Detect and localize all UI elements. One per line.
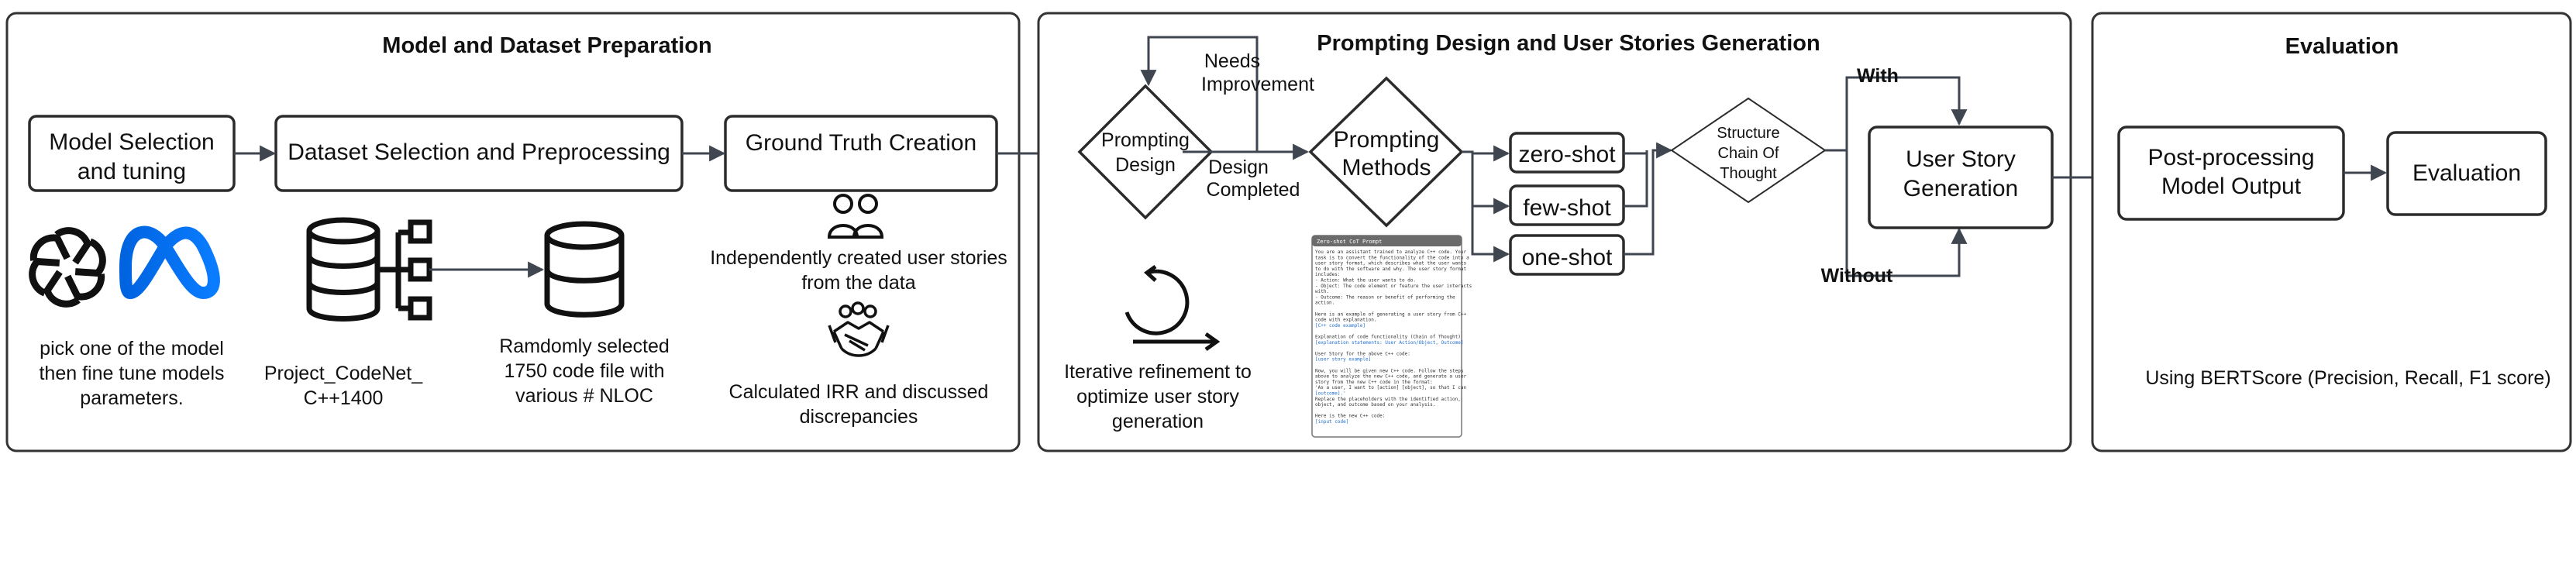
- prompt-card-line: - Outcome: The reason or benefit of perf…: [1315, 294, 1455, 300]
- dataset-caption-line1: Project_CodeNet_: [264, 363, 423, 384]
- prompting-design-label-line1: Prompting: [1101, 129, 1190, 151]
- prompt-card-line: Now, you will be given new C++ code. Fol…: [1315, 368, 1464, 373]
- prompt-card-line: - Object: The code element or feature th…: [1315, 284, 1472, 289]
- model-selection-label-line2: and tuning: [77, 159, 186, 184]
- prompting-methods-diamond: [1308, 76, 1464, 228]
- prompting-methods-label-line2: Methods: [1341, 155, 1431, 181]
- without-label: Without: [1821, 265, 1893, 287]
- arrow-with: [1825, 76, 1968, 152]
- prompt-card-line: [outcome].': [1315, 391, 1346, 397]
- panel-evaluation: [2091, 12, 2572, 452]
- refinement-caption-line2: optimize user story: [1076, 386, 1239, 408]
- prompt-card-line: You are an assistant trained to analyze …: [1315, 249, 1466, 255]
- cot-label-line1: Structure: [1717, 125, 1779, 142]
- prompt-card-line: [explanation statements: User Action/Obj…: [1315, 340, 1463, 346]
- prompt-card-line: task is to convert the functionality of …: [1315, 255, 1469, 260]
- sample-caption-line2: 1750 code file with: [504, 360, 664, 382]
- prompt-card-line: above to analyze the new C++ code, and g…: [1315, 374, 1466, 380]
- chain-of-thought-diamond: [1670, 97, 1827, 204]
- dataset-caption-line2: C++1400: [304, 387, 384, 409]
- zero-shot-label: zero-shot: [1518, 142, 1616, 167]
- arrow-without: [1845, 150, 1968, 277]
- arrow-shots-to-cot: [1624, 150, 1671, 256]
- users-icon: [827, 194, 884, 239]
- panel-title-evaluation: Evaluation: [2285, 34, 2399, 59]
- with-label: With: [1857, 65, 1899, 87]
- design-completed-label-line2: Completed: [1207, 179, 1300, 201]
- sample-caption-line3: various # NLOC: [515, 385, 653, 407]
- needs-improvement-label-line2: Improvement: [1201, 74, 1314, 95]
- truth-caption-1-line2: from the data: [801, 272, 915, 294]
- panel-title-prompting: Prompting Design and User Stories Genera…: [1317, 31, 1820, 56]
- panel-prompting-design: [1037, 12, 2072, 452]
- prompt-card-line: object, and outcome based on your analys…: [1315, 402, 1435, 408]
- user-story-generation-line1: User Story: [1906, 146, 2016, 172]
- arrow-methods-to-oneshot: [1471, 206, 1510, 263]
- one-shot-label: one-shot: [1522, 245, 1613, 270]
- ground-truth-label: Ground Truth Creation: [746, 130, 977, 156]
- design-completed-label-line1: Design: [1208, 157, 1269, 178]
- truth-caption-2-line2: discrepancies: [800, 406, 918, 428]
- postprocess-label-line2: Model Output: [2161, 174, 2302, 199]
- prompt-card-line: user story format, which describes what …: [1315, 261, 1466, 267]
- database-tree-icon: [306, 217, 432, 322]
- prompt-card-line: includes:: [1315, 272, 1341, 277]
- model-caption-line3: parameters.: [80, 387, 183, 409]
- prompting-design-diamond: [1077, 84, 1214, 220]
- postprocess-label-line1: Post-processing: [2147, 145, 2314, 170]
- prompt-card-line: action.: [1315, 301, 1334, 306]
- prompt-card-line: Here is an example of generating a user …: [1315, 311, 1466, 317]
- prompt-card-line: Explanation of code functionality (Chain…: [1315, 335, 1461, 340]
- prompt-card-line: Replace the placeholders with the identi…: [1315, 397, 1461, 402]
- refinement-caption-line3: generation: [1112, 411, 1204, 432]
- prompt-example-card: Zero-shot CoT Prompt You are an assistan…: [1311, 235, 1472, 438]
- prompt-card-line: [input code]: [1315, 419, 1348, 425]
- sample-caption-line1: Ramdomly selected: [499, 335, 670, 357]
- truth-caption-2-line1: Calculated IRR and discussed: [729, 381, 989, 403]
- prompt-card-line: story from the new C++ code in the forma…: [1315, 380, 1433, 385]
- prompt-card-line: - Action: What the user wants to do.: [1315, 278, 1416, 284]
- model-caption-line1: pick one of the model: [40, 338, 224, 359]
- evaluation-caption: Using BERTScore (Precision, Recall, F1 s…: [2145, 367, 2550, 389]
- refresh-cycle-icon: [1124, 264, 1221, 352]
- user-story-generation-line2: Generation: [1903, 176, 2018, 201]
- prompt-card-line: Here is the new C++ code:: [1315, 414, 1385, 419]
- dataset-selection-label: Dataset Selection and Preprocessing: [288, 139, 670, 165]
- prompting-methods-label-line1: Prompting: [1334, 127, 1440, 153]
- prompt-card-line: code with explanation.: [1315, 318, 1376, 323]
- cot-label-line3: Thought: [1720, 165, 1777, 182]
- prompting-design-label-line2: Design: [1115, 154, 1176, 176]
- prompt-card-line: [user story example]: [1315, 357, 1371, 363]
- model-caption-line2: then fine tune models: [39, 363, 224, 384]
- panel-title-preparation: Model and Dataset Preparation: [382, 33, 711, 58]
- openai-logo-icon: [29, 227, 106, 308]
- cot-label-line2: Chain Of: [1718, 145, 1779, 162]
- prompt-card-line: with.: [1315, 289, 1329, 294]
- prompt-card-line: 'As a user, I want to [action] [object],…: [1315, 385, 1466, 390]
- prompt-card-header: Zero-shot CoT Prompt: [1317, 239, 1382, 245]
- truth-caption-1-line1: Independently created user stories: [710, 247, 1007, 269]
- prompt-card-line: to do with the software and why. The use…: [1315, 267, 1466, 272]
- model-selection-label-line1: Model Selection: [49, 129, 214, 155]
- handshake-icon: [828, 301, 890, 357]
- few-shot-label: few-shot: [1523, 195, 1611, 221]
- meta-logo-icon: [119, 225, 220, 299]
- evaluation-box-label: Evaluation: [2412, 160, 2521, 186]
- needs-improvement-label-line1: Needs: [1204, 50, 1260, 72]
- prompt-card-line: User Story for the above C++ code:: [1315, 351, 1410, 356]
- database-icon: [544, 221, 625, 318]
- prompt-card-line: [C++ code example]: [1315, 323, 1365, 328]
- evaluation-box: [2386, 131, 2547, 216]
- refinement-caption-line1: Iterative refinement to: [1064, 361, 1252, 383]
